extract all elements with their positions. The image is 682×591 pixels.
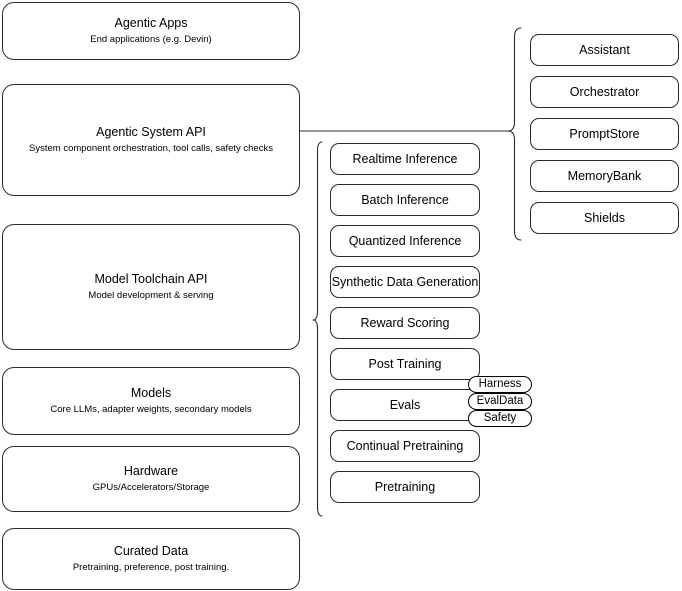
capsule-label: Orchestrator <box>569 84 640 99</box>
toolchain-item-post-training[interactable]: Post Training <box>330 348 480 380</box>
toolchain-item-realtime-inference[interactable]: Realtime Inference <box>330 143 480 175</box>
capsule-label: Assistant <box>579 42 630 57</box>
capsule-label: Pretraining <box>374 479 436 494</box>
evals-tag-label: Safety <box>483 411 517 424</box>
capsule-label: Post Training <box>368 356 442 371</box>
capsule-label: Continual Pretraining <box>346 438 464 453</box>
toolchain-item-batch-inference[interactable]: Batch Inference <box>330 184 480 216</box>
capsule-label: MemoryBank <box>567 168 642 183</box>
toolchain-item-evals[interactable]: Evals <box>330 389 480 421</box>
layer-subtitle: System component orchestration, tool cal… <box>29 143 273 154</box>
layer-box-model-toolchain-api[interactable]: Model Toolchain API Model development & s… <box>2 224 300 350</box>
layer-subtitle: Pretraining, preference, post training. <box>72 562 230 573</box>
layer-title: Agentic System API <box>96 125 206 139</box>
brace-toolchain-components <box>312 141 323 517</box>
capsule-label: Realtime Inference <box>352 151 458 166</box>
capsule-label: Shields <box>584 210 625 225</box>
capsule-label: Evals <box>389 397 421 412</box>
evals-tag-label: EvalData <box>476 394 524 407</box>
toolchain-item-continual-pretraining[interactable]: Continual Pretraining <box>330 430 480 462</box>
agentic-item-assistant[interactable]: Assistant <box>530 34 679 66</box>
layer-title: Models <box>130 386 172 400</box>
agentic-item-shields[interactable]: Shields <box>530 202 679 234</box>
agentic-item-orchestrator[interactable]: Orchestrator <box>530 76 679 108</box>
capsule-label: Quantized Inference <box>348 233 462 248</box>
evals-tag-evaldata[interactable]: EvalData <box>468 393 532 410</box>
brace-agentic-components <box>507 27 522 241</box>
capsule-label: Synthetic Data Generation <box>331 274 479 289</box>
evals-tag-label: Harness <box>478 377 522 390</box>
agentic-item-promptstore[interactable]: PromptStore <box>530 118 679 150</box>
capsule-label: Batch Inference <box>361 192 449 207</box>
layer-title: Agentic Apps <box>114 16 188 30</box>
toolchain-item-synthetic-data-generation[interactable]: Synthetic Data Generation <box>330 266 480 298</box>
layer-subtitle: End applications (e.g. Devin) <box>90 34 212 45</box>
layer-subtitle: GPUs/Accelerators/Storage <box>92 482 210 493</box>
layer-title: Model Toolchain API <box>94 272 208 286</box>
evals-tag-safety[interactable]: Safety <box>468 410 532 427</box>
evals-tag-harness[interactable]: Harness <box>468 376 532 393</box>
layer-title: Curated Data <box>113 544 189 558</box>
toolchain-item-pretraining[interactable]: Pretraining <box>330 471 480 503</box>
toolchain-item-quantized-inference[interactable]: Quantized Inference <box>330 225 480 257</box>
layer-subtitle: Model development & serving <box>88 290 214 301</box>
layer-title: Hardware <box>123 464 179 478</box>
toolchain-item-reward-scoring[interactable]: Reward Scoring <box>330 307 480 339</box>
agentic-item-memorybank[interactable]: MemoryBank <box>530 160 679 192</box>
layer-box-agentic-system-api[interactable]: Agentic System API System component orche… <box>2 84 300 196</box>
layer-subtitle: Core LLMs, adapter weights, secondary mo… <box>50 404 252 415</box>
capsule-label: PromptStore <box>569 126 640 141</box>
capsule-label: Reward Scoring <box>360 315 450 330</box>
